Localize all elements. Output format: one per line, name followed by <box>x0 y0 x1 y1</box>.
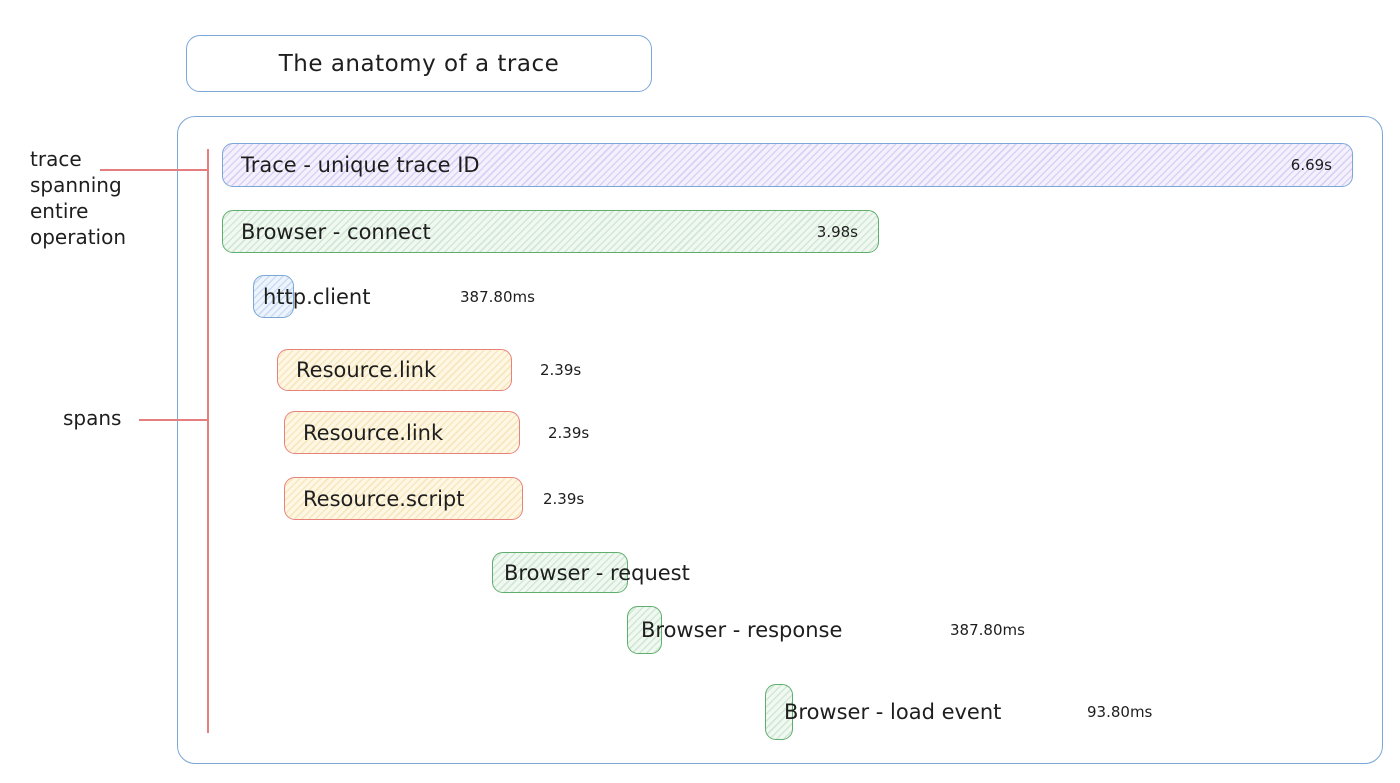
span-browser-request-bar <box>492 552 628 593</box>
span-trace-label: Trace - unique trace ID <box>241 153 480 177</box>
spans-annotation-connector-line <box>139 419 208 421</box>
span-http-client-bar <box>253 275 294 318</box>
spans-bracket-line <box>207 149 209 733</box>
span-browser-response-bar <box>627 606 662 654</box>
span-browser-response-duration: 387.80ms <box>950 621 1025 639</box>
span-resource-link-1-bar: Resource.link <box>277 349 512 391</box>
span-browser-load-event-bar <box>765 684 793 740</box>
span-resource-link-1-duration: 2.39s <box>540 361 582 379</box>
span-http-client-label: http.client <box>263 284 371 309</box>
span-browser-connect-bar: Browser - connect 3.98s <box>222 210 879 253</box>
span-resource-script-bar: Resource.script <box>284 477 523 520</box>
span-browser-load-event-label: Browser - load event <box>784 700 1002 724</box>
trace-annotation-connector-line <box>100 169 208 171</box>
trace-container-box <box>177 116 1383 764</box>
span-resource-link-1-label: Resource.link <box>296 358 437 382</box>
span-browser-response-label: Browser - response <box>641 618 843 642</box>
title-box: The anatomy of a trace <box>186 35 652 92</box>
span-trace-bar: Trace - unique trace ID 6.69s <box>222 143 1353 187</box>
diagram-title: The anatomy of a trace <box>278 50 560 77</box>
span-resource-link-2-duration: 2.39s <box>548 423 590 442</box>
span-resource-script-label: Resource.script <box>303 486 465 511</box>
span-trace-duration: 6.69s <box>1290 156 1332 174</box>
span-resource-link-2-bar: Resource.link <box>284 411 520 454</box>
span-browser-request-label: Browser - request <box>504 560 690 585</box>
span-browser-load-event-duration: 93.80ms <box>1087 703 1153 721</box>
trace-annotation-label: trace spanning entire operation <box>30 147 127 249</box>
span-browser-connect-duration: 3.98s <box>816 222 858 241</box>
span-resource-script-duration: 2.39s <box>543 489 585 508</box>
spans-annotation-label: spans <box>63 406 122 430</box>
span-resource-link-2-label: Resource.link <box>303 420 444 445</box>
span-browser-connect-label: Browser - connect <box>241 219 431 244</box>
span-http-client-duration: 387.80ms <box>460 287 535 306</box>
